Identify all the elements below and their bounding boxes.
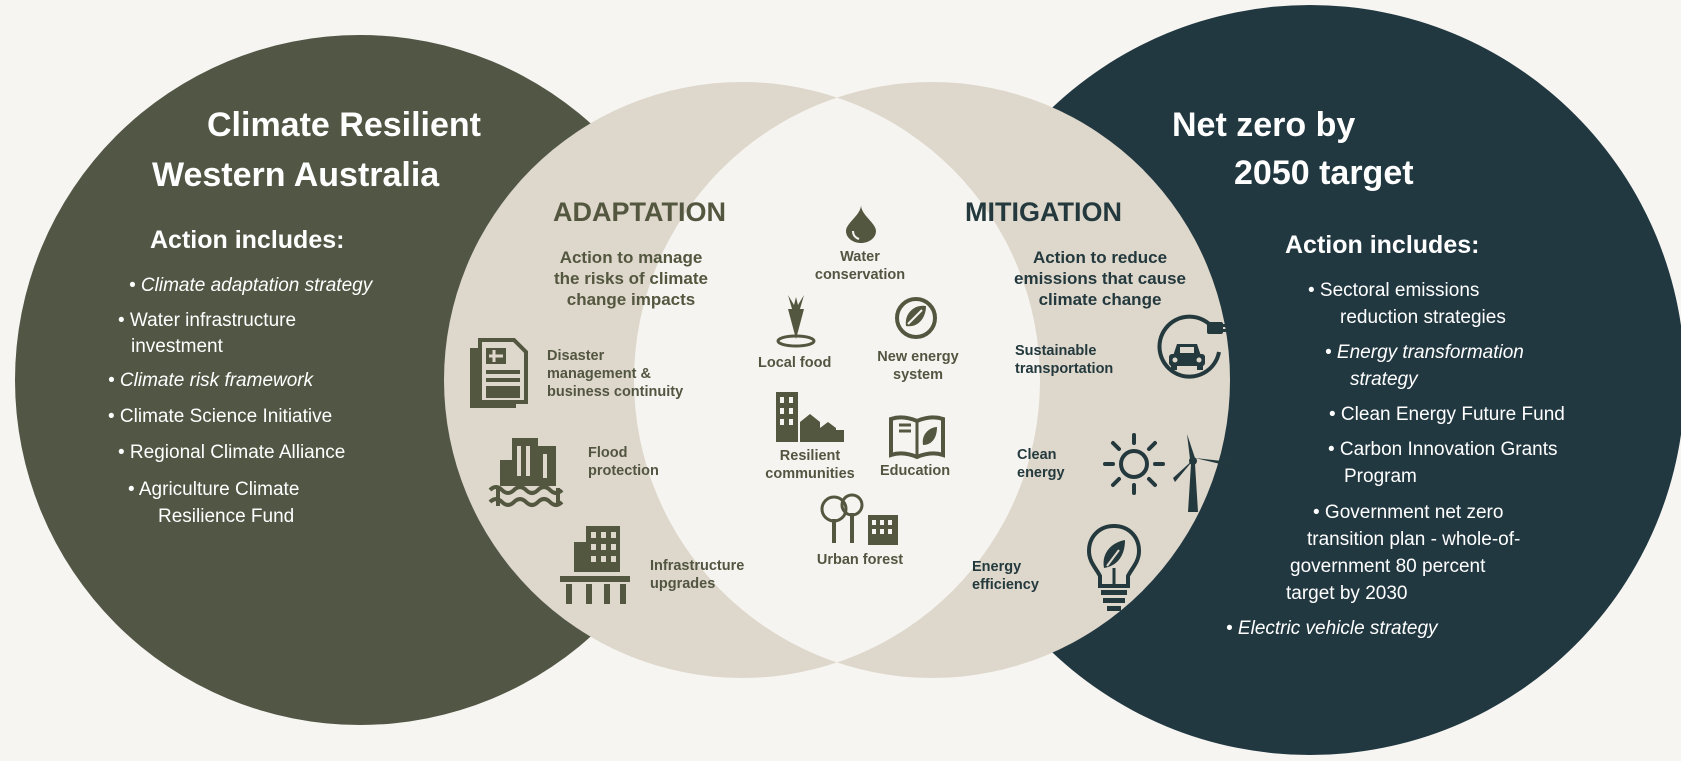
right-bullet-cont: Program [1344,466,1417,487]
subtitle-line: Action to reduce [1032,248,1168,267]
book-icon [889,415,945,460]
clean-energy-label: Clean energy [1017,446,1065,482]
mitigation-subtitle: Action to reduce emissions that cause cl… [980,247,1220,310]
electric-car-icon [1155,314,1227,390]
document-icon [470,338,530,408]
overlap-region [634,82,1040,678]
right-bullet: • Clean Energy Future Fund [1329,404,1565,425]
right-bullet-cont: reduction strategies [1340,307,1506,328]
label-line: upgrades [650,576,716,592]
label-line: transportation [1015,361,1114,377]
subtitle-line: change impacts [566,290,696,309]
label-line: conservation [814,267,906,283]
right-bullet: • Energy transformation [1325,342,1524,363]
new-energy-label: New energy system [858,348,978,384]
right-title-line2: 2050 target [1234,154,1414,192]
left-title-line1: Climate Resilient [207,106,481,144]
left-bullet: • Climate Science Initiative [108,406,333,427]
label-line: Infrastructure [650,558,745,574]
infrastructure-label: Infrastructure upgrades [650,557,744,593]
transport-label: Sustainable transportation [1015,342,1113,378]
subtitle-line: climate change [1038,290,1162,309]
label-line: Clean [1017,447,1057,463]
label-line: communities [765,466,855,482]
sun-icon [1103,433,1165,495]
right-bullet: • Electric vehicle strategy [1226,618,1438,639]
right-bullet-cont: strategy [1350,369,1418,390]
left-bullet-cont: Resilience Fund [158,506,295,527]
lightbulb-leaf-icon [1086,523,1142,614]
label-line: Water [840,249,880,265]
subtitle-line: emissions that cause [1014,269,1186,288]
right-bullet-cont: transition plan - whole-of- [1307,529,1521,550]
left-bullet: • Climate risk framework [108,370,314,391]
efficiency-label: Energy efficiency [972,558,1039,594]
subtitle-line: the risks of climate [553,269,708,288]
right-bullet: • Government net zero [1313,502,1504,523]
label-line: system [893,367,943,383]
resilient-label: Resilient communities [760,447,860,483]
adaptation-title: ADAPTATION [553,197,726,227]
left-bullet: • Regional Climate Alliance [118,442,346,463]
label-line: Resilient [779,448,841,464]
bridge-building-icon [560,522,630,604]
label-line: protection [588,463,659,479]
label-line: Sustainable [1015,343,1097,359]
right-bullet-cont: target by 2030 [1286,583,1408,604]
disaster-label: Disaster management & business continuit… [547,347,683,401]
label-line: business continuity [547,384,684,400]
left-action-heading: Action includes: [150,226,345,254]
leaf-bulb-icon [894,296,938,340]
right-bullet: • Carbon Innovation Grants [1328,439,1558,460]
left-bullet: • Agriculture Climate [128,479,300,500]
right-bullet-cont: government 80 percent [1290,556,1486,577]
water-label: Water conservation [790,248,930,284]
label-line: efficiency [972,577,1039,593]
left-bullet-cont: investment [131,336,223,357]
left-title-line2: Western Australia [152,156,440,194]
label-line: energy [1017,465,1065,481]
urban-forest-label: Urban forest [816,552,904,568]
adaptation-subtitle: Action to manage the risks of climate ch… [526,247,736,310]
subtitle-line: Action to manage [559,248,703,267]
right-action-heading: Action includes: [1285,231,1480,259]
water-drop-icon [846,205,876,243]
trees-icon [820,493,900,545]
right-title-line1: Net zero by [1172,106,1356,144]
mitigation-title: MITIGATION [965,197,1122,227]
flood-building-icon [488,432,566,508]
left-bullet: • Climate adaptation strategy [129,275,373,296]
education-label: Education [880,463,951,479]
flood-label: Flood protection [588,444,659,480]
wind-turbine-icon [1165,426,1233,514]
right-bullet: • Sectoral emissions [1308,280,1480,301]
label-line: Flood [588,445,628,461]
label-line: New energy [877,349,959,365]
buildings-icon [776,392,844,442]
label-line: Disaster [547,348,605,364]
left-bullet: • Water infrastructure [118,310,297,331]
label-line: Energy [972,559,1022,575]
label-line: management & [547,366,651,382]
carrot-icon [776,295,816,348]
local-food-label: Local food [758,355,832,371]
